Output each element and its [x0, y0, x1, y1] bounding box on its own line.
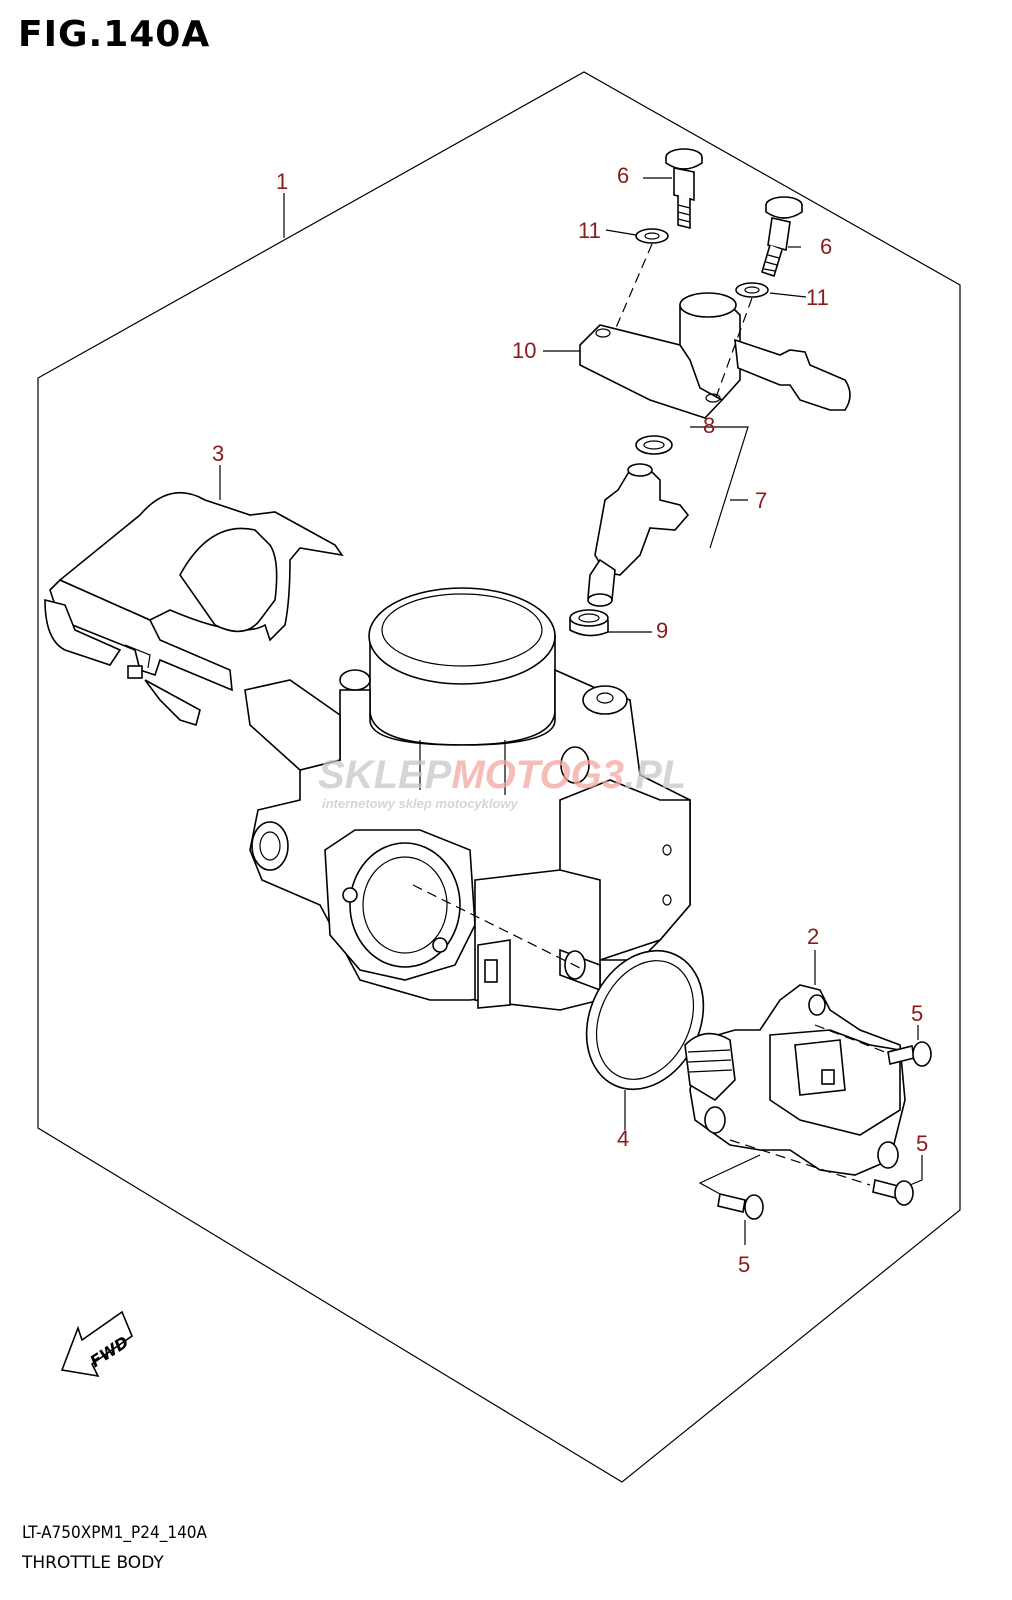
- forward-arrow-icon: FWD: [60, 1310, 133, 1378]
- screw-6-top: [665, 148, 703, 230]
- callout-11-left: 11: [578, 218, 601, 243]
- watermark-main-d: .PL: [624, 753, 686, 797]
- washer-11-right: [735, 282, 769, 298]
- svg-text:SKLEPMOTOG3.PL: SKLEPMOTOG3.PL: [318, 753, 686, 797]
- watermark-main-b: MOTO: [451, 753, 570, 797]
- model-code: LT-A750XPM1_P24_140A: [22, 1523, 207, 1543]
- callout-2: 2: [807, 924, 819, 949]
- screw-5-lower: [717, 1193, 764, 1220]
- throttle-sensor-part: [684, 984, 906, 1176]
- screw-5-right: [872, 1179, 914, 1206]
- callout-10: 10: [512, 338, 536, 363]
- callout-9: 9: [656, 618, 668, 643]
- callout-11-right: 11: [806, 285, 829, 310]
- screw-5-upper: [887, 1041, 932, 1067]
- callout-5-lower: 5: [738, 1252, 750, 1277]
- watermark-sub: internetowy sklep motocyklowy: [322, 796, 519, 811]
- watermark-main-a: SKLEP: [318, 753, 452, 797]
- callout-6-top: 6: [617, 163, 629, 188]
- watermark-main-c: G3: [571, 753, 624, 797]
- gasket-4: [585, 949, 705, 1091]
- callout-5-upper: 5: [911, 1001, 923, 1026]
- callout-5-right: 5: [916, 1131, 928, 1156]
- throttle-body-part: [244, 587, 691, 1011]
- washer-11-left: [635, 228, 669, 244]
- figure-title: FIG.140A: [18, 14, 211, 55]
- injector-holder-part: [579, 292, 851, 419]
- screw-6-right: [761, 196, 803, 278]
- fuel-injector-part: [587, 435, 690, 607]
- o-ring-9: [569, 609, 609, 637]
- callout-7: 7: [755, 488, 767, 513]
- callout-1: 1: [276, 169, 288, 194]
- assembly-boundary: [37, 71, 961, 1483]
- callout-4: 4: [617, 1126, 629, 1151]
- callout-6-right: 6: [820, 234, 832, 259]
- watermark: SKLEPMOTOG3.PL internetowy sklep motocyk…: [318, 753, 686, 811]
- callout-3: 3: [212, 441, 224, 466]
- section-title: THROTTLE BODY: [22, 1553, 164, 1573]
- wire-clamp-part: [44, 491, 344, 727]
- callout-8: 8: [703, 413, 715, 438]
